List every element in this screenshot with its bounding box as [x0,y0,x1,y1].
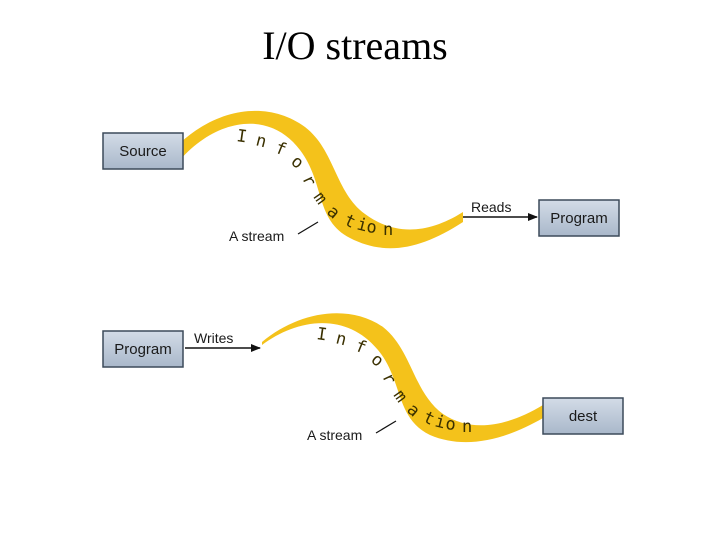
stream-letter: i [433,411,448,433]
program-box-reader: Program [538,199,620,237]
stream-letter: n [254,130,269,152]
dest-box: dest [542,397,624,435]
stream-letter: i [355,214,370,236]
stream-letter: o [444,414,456,435]
reads-label: Reads [471,199,511,215]
stream-ribbon [180,110,463,249]
program-box-label: Program [114,341,172,358]
stream-label: A stream [307,427,362,443]
source-box-label: Source [119,143,167,160]
stream-ribbon [262,313,543,443]
stream-label: A stream [229,228,284,244]
stream-label-pointer [375,420,397,434]
stream-letter: n [462,417,472,437]
writes-label: Writes [194,330,233,346]
stream-letter: o [287,152,308,174]
stream-letter: r [297,172,319,190]
stream-letter: f [352,336,369,358]
stream-letter: I [235,126,248,147]
output-stream-diagram: I n f o r m a t i o n Program Writes des… [102,313,624,443]
stream-letter: o [365,217,377,238]
dest-box-label: dest [569,408,598,425]
stream-letter: I [315,324,328,345]
stream-label-pointer [297,221,319,235]
program-box-label: Program [550,210,608,227]
stream-letter: f [272,138,289,160]
program-box-writer: Program [102,330,184,368]
source-box: Source [102,132,184,170]
page-title: I/O streams [262,23,448,68]
stream-letter: n [383,220,393,240]
input-stream-diagram: I n f o r m a t i o n Source Reads Progr… [102,110,620,249]
stream-letter: n [334,328,349,350]
stream-letter: o [367,350,388,372]
